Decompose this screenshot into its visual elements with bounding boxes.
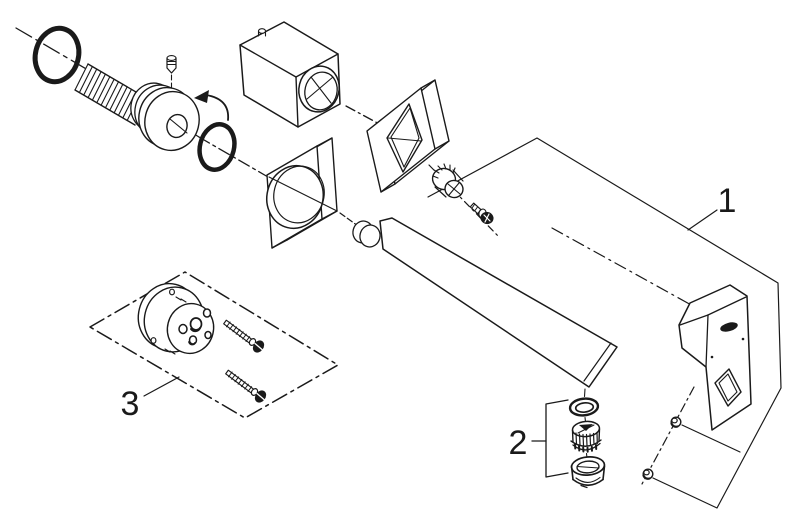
rosette-screw-upper: [223, 319, 265, 353]
callout-1-label: 1: [718, 182, 737, 220]
o-ring-small: [197, 122, 237, 172]
rosette-rim-hole-top: [169, 288, 176, 296]
knurled-nut: [431, 163, 464, 199]
bracket-hole-dot-left: [710, 355, 714, 359]
pane-screw-connector: [681, 424, 741, 453]
rotation-arrow: [194, 90, 229, 121]
bracket-hole-dot-right: [741, 337, 745, 341]
aerator-insert: [570, 420, 602, 453]
callout-1-leader: [687, 209, 718, 231]
part1-leader-pane: [427, 137, 782, 509]
callout-3-label: 3: [121, 385, 140, 423]
wall-bracket: [678, 284, 752, 431]
rosette-rim-hole-bottom: [150, 337, 157, 344]
o-ring-large: [32, 25, 82, 85]
callout-3-leader: [143, 376, 180, 397]
escutcheon-square-hole: [366, 79, 450, 193]
rosette-screw-lower: [225, 369, 269, 405]
insert-ribs: [575, 431, 598, 447]
thread-ribs: [74, 63, 141, 121]
valve-housing-cube: [239, 21, 341, 128]
bracket-screw-upper: [670, 416, 682, 428]
spout-to-washer-line: [583, 388, 586, 398]
callout-2-bracket: [531, 399, 569, 478]
mounting-rosette: [137, 282, 215, 355]
threaded-union: [74, 63, 200, 152]
escutcheon-round-hole: [266, 137, 338, 249]
bracket-oval-slot: [720, 322, 738, 332]
set-screw: [166, 55, 177, 74]
axis-plate-to-spout: [339, 212, 359, 227]
rosette-screw-threads: [226, 321, 251, 342]
bracket-screw-lower: [642, 468, 654, 480]
callout-2-label: 2: [509, 424, 528, 462]
rosette-thread-ribs: [164, 296, 187, 355]
cube-top-nub: [257, 28, 267, 37]
flow-washer: [568, 397, 600, 417]
fixing-screw: [469, 202, 494, 225]
spout-inlet-connector: [352, 220, 381, 248]
pane-outline: [427, 137, 782, 509]
aerator-shell: [570, 456, 606, 489]
cube-bore: [298, 65, 340, 113]
square-spout: [352, 217, 618, 388]
knurl-ribs: [432, 163, 456, 179]
